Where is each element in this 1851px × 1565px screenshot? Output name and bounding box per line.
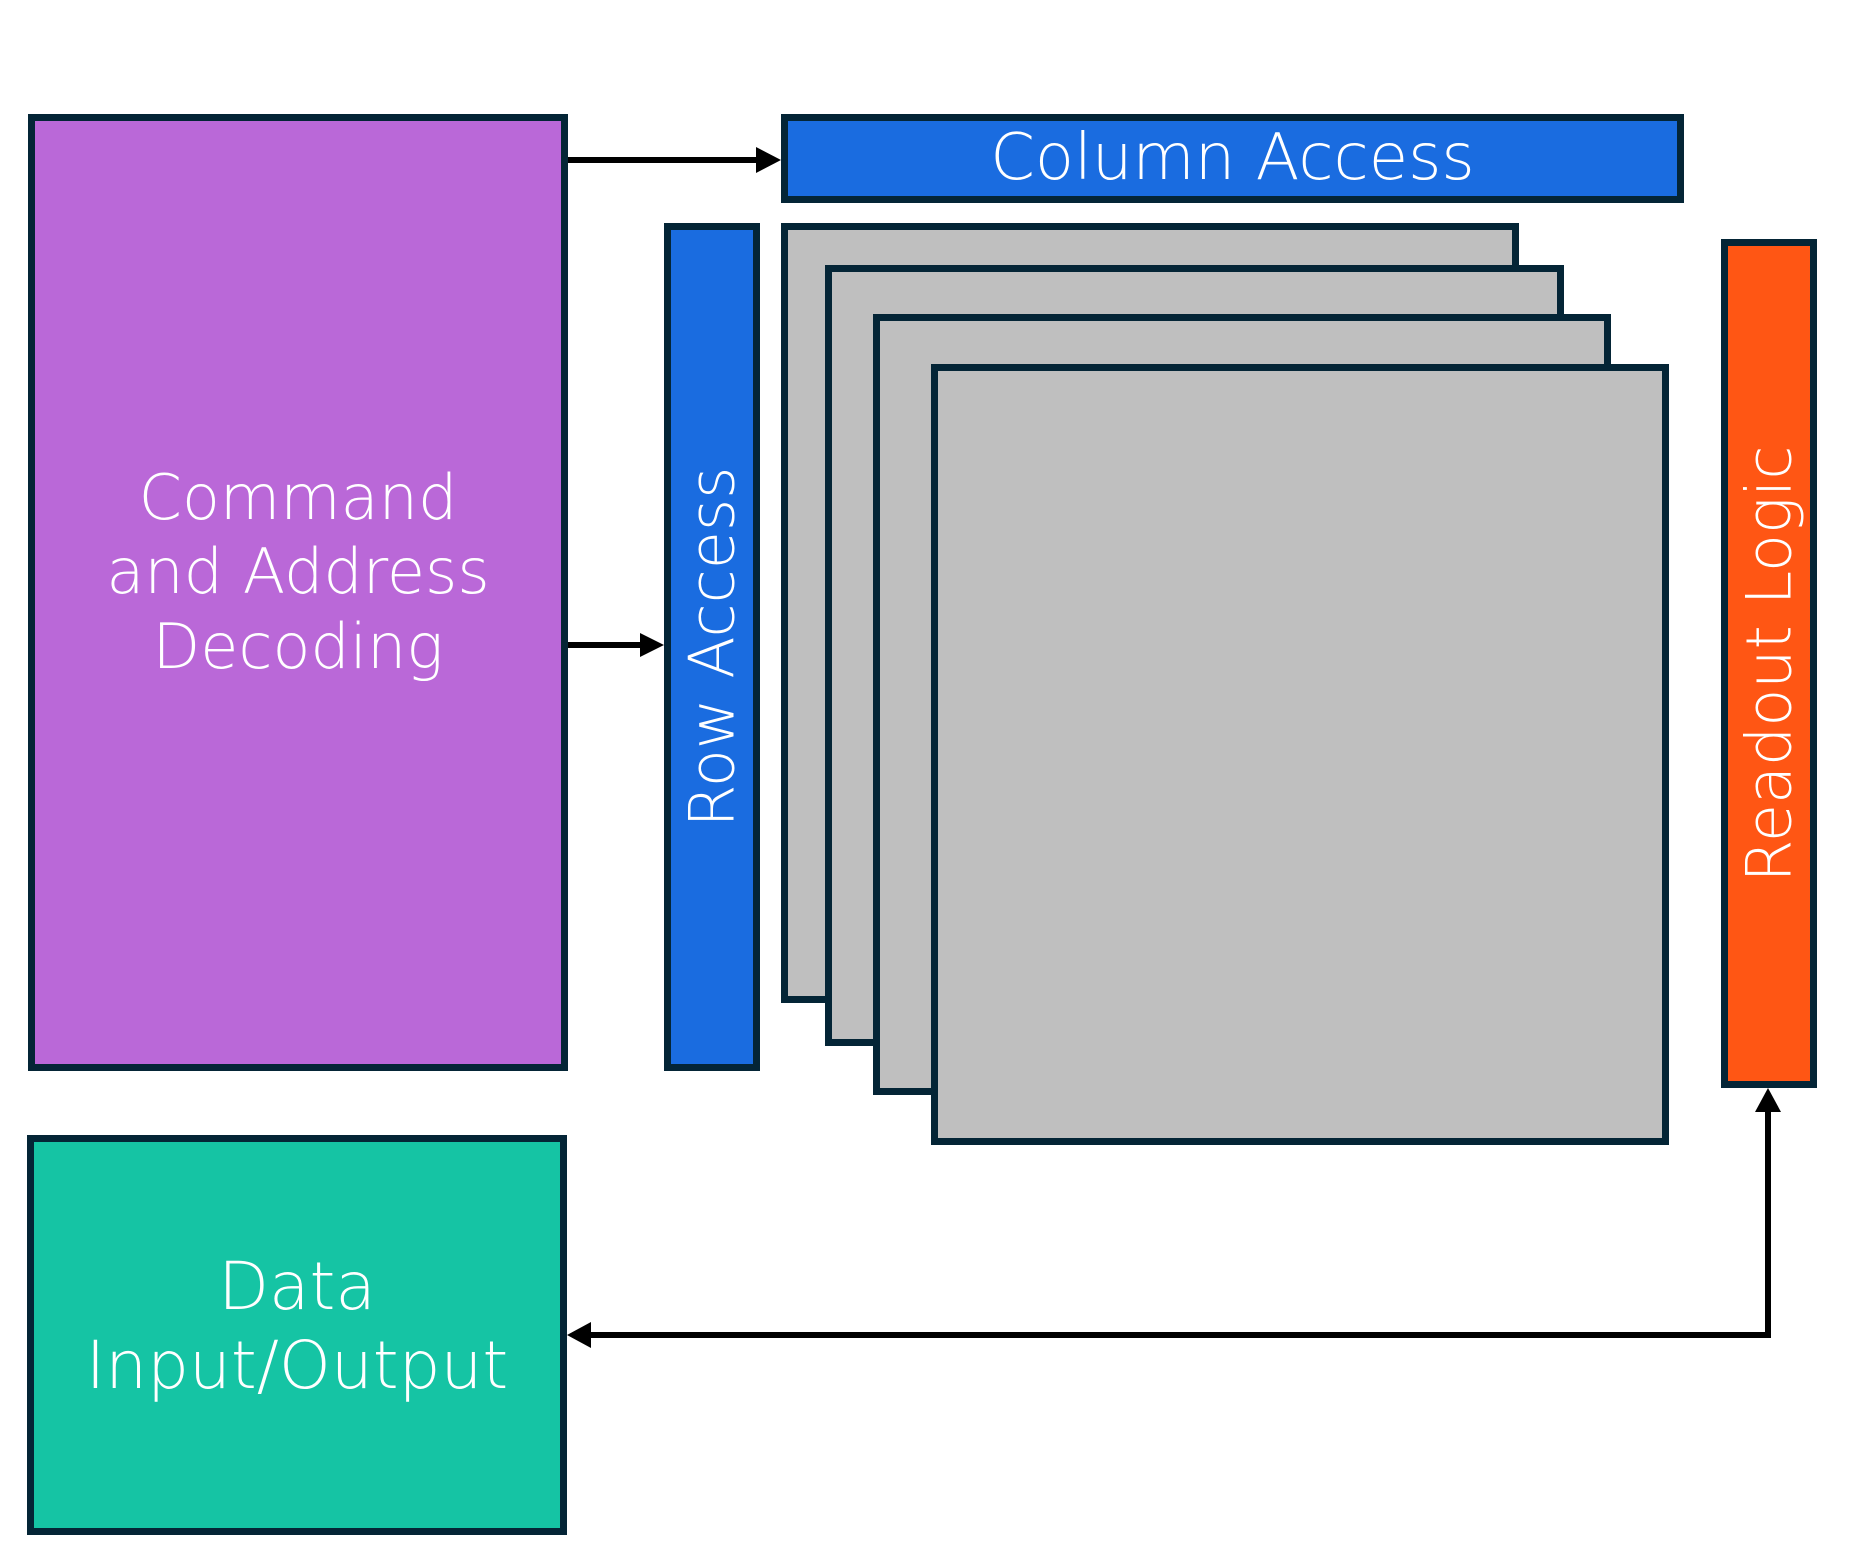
arrow-to-row-access bbox=[568, 633, 664, 657]
data-io-line-2: Input/Output bbox=[85, 1327, 509, 1405]
command-address-decoding-label: Command and Address Decoding bbox=[35, 461, 561, 684]
command-line-1: Command bbox=[138, 461, 458, 534]
memory-bank-4 bbox=[931, 364, 1669, 1145]
data-io-block: Data Input/Output bbox=[27, 1135, 567, 1535]
row-access-block: Row Access bbox=[664, 223, 760, 1071]
column-access-block: Column Access bbox=[781, 114, 1684, 203]
arrow-readout-to-data-io bbox=[567, 1088, 1781, 1348]
command-address-decoding-block: Command and Address Decoding bbox=[28, 114, 568, 1071]
data-io-line-1: Data bbox=[218, 1248, 376, 1325]
command-line-3: Decoding bbox=[152, 609, 444, 683]
arrow-to-column-access bbox=[568, 147, 781, 173]
command-line-2: and Address bbox=[106, 535, 490, 609]
data-io-label: Data Input/Output bbox=[34, 1247, 560, 1405]
readout-logic-block: Readout Logic bbox=[1721, 239, 1817, 1088]
column-access-label: Column Access bbox=[990, 121, 1475, 196]
